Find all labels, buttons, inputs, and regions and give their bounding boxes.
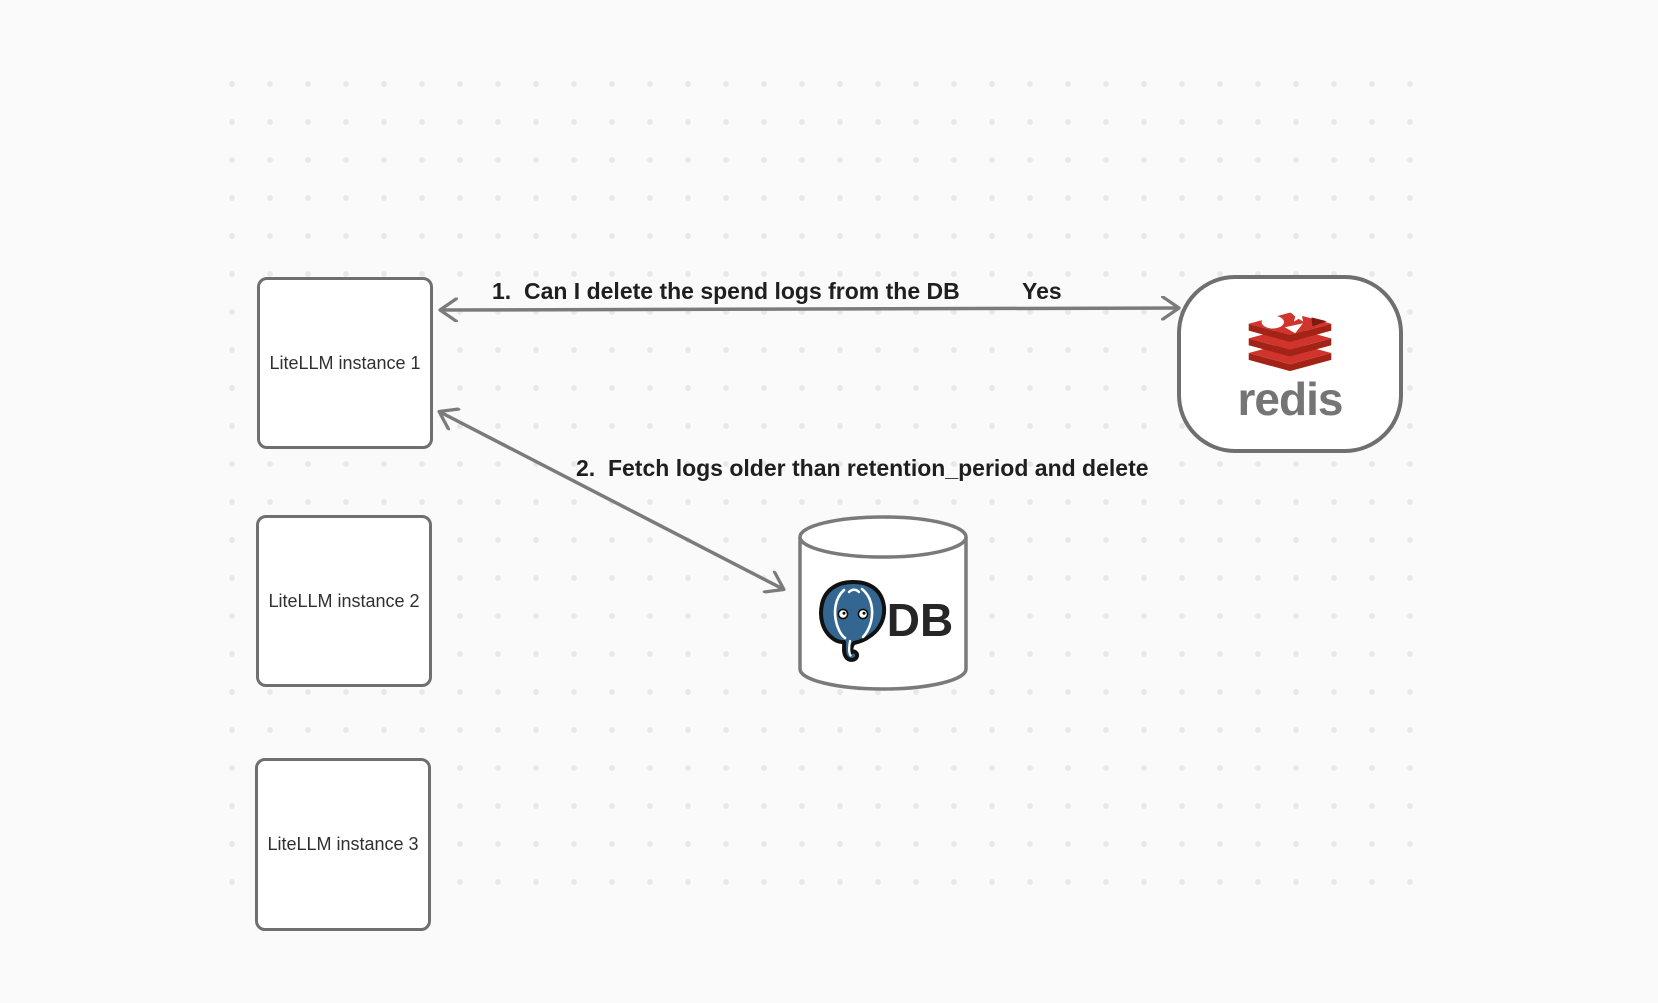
edge1-label: 1. Can I delete the spend logs from the … <box>492 278 960 304</box>
node-postgres-db: DB <box>798 578 968 662</box>
node-litellm-instance-1: LiteLLM instance 1 <box>257 277 433 449</box>
node-label: LiteLLM instance 2 <box>268 590 420 611</box>
node-litellm-instance-3: LiteLLM instance 3 <box>255 758 431 931</box>
postgresql-elephant-icon <box>818 580 886 662</box>
edge2-label: 2. Fetch logs older than retention_perio… <box>576 455 1149 481</box>
node-litellm-instance-2: LiteLLM instance 2 <box>256 515 432 687</box>
redis-stack-icon <box>1248 306 1332 371</box>
node-redis: redis <box>1177 275 1403 453</box>
redis-wordmark: redis <box>1237 372 1344 425</box>
node-label: LiteLLM instance 3 <box>267 834 419 854</box>
edge1-response-label: Yes <box>1022 278 1062 304</box>
db-label: DB <box>886 594 954 646</box>
node-label: LiteLLM instance 1 <box>269 352 421 373</box>
